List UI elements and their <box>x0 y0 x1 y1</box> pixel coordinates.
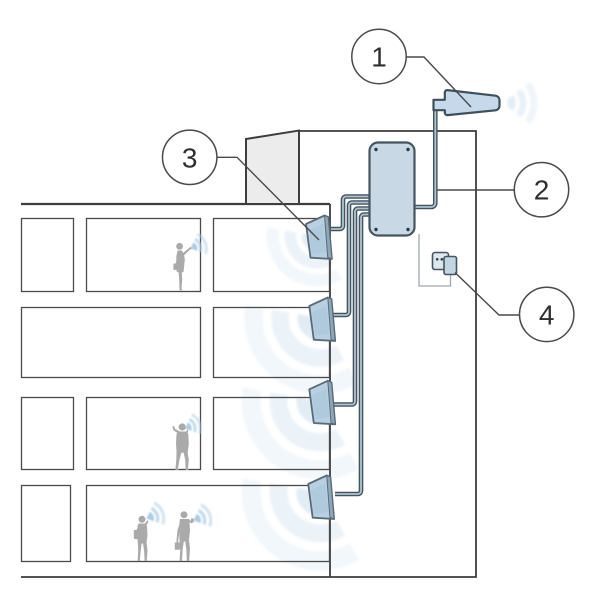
svg-text:2: 2 <box>534 175 550 206</box>
svg-text:3: 3 <box>182 142 198 173</box>
svg-text:1: 1 <box>371 42 387 73</box>
svg-text:4: 4 <box>539 299 555 330</box>
